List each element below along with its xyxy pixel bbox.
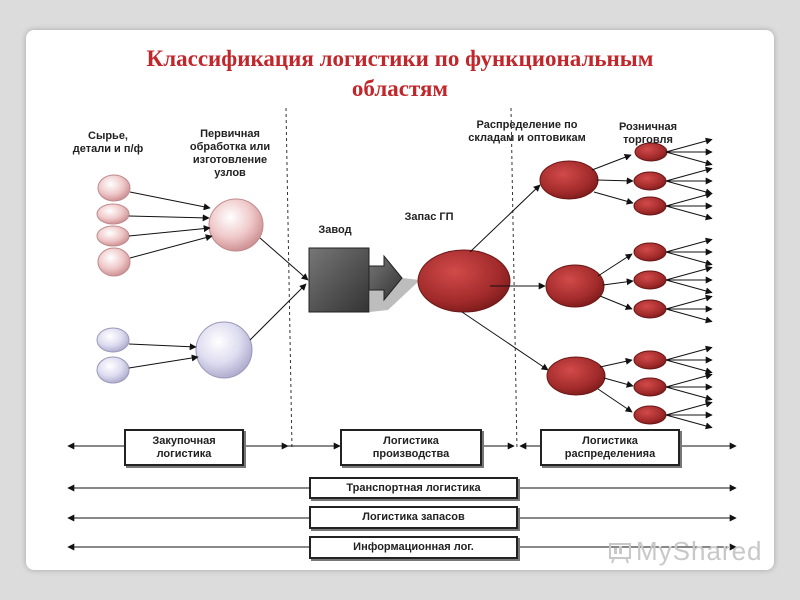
raw-node-2 (96, 203, 130, 225)
arrows-raw-to-primary (128, 191, 213, 369)
retail-fanout-arrow (665, 372, 713, 388)
box-production-logistics: Логистика производства (340, 429, 482, 466)
retail-fanout-arrow (665, 345, 713, 361)
retail-fanout-arrow (665, 414, 713, 430)
retail-fanout-arrow (665, 294, 713, 310)
factory-icon (308, 247, 420, 313)
separator-1 (285, 107, 293, 451)
box-inventory-logistics: Логистика запасов (309, 506, 518, 529)
stock-node (417, 249, 511, 313)
arrow-primary-pink-to-factory (259, 237, 309, 281)
watermark-icon (609, 543, 631, 564)
raw-lavender-nodes (96, 327, 130, 384)
arrow-primary-lav-to-factory (249, 283, 307, 341)
raw-lav-node-2 (96, 356, 130, 384)
raw-material-nodes (96, 174, 131, 277)
label-primary-processing: Первичная обработка или изготовление узл… (189, 128, 271, 179)
retail-fanout-arrow (665, 386, 713, 402)
label-raw-materials: Сырье, детали и п/ф (72, 130, 144, 155)
retail-fanout-arrow (665, 251, 713, 267)
retail-fanout-arrow (665, 400, 713, 416)
distribution-node-3 (546, 356, 606, 396)
primary-node-lavender (195, 321, 253, 379)
distribution-node-1 (539, 160, 599, 200)
box-transport-logistics: Транспортная логистика (309, 477, 518, 499)
box-purchasing-logistics: Закупочная логистика (124, 429, 244, 466)
box-distribution-logistics: Логистика распределенияа (540, 429, 680, 466)
distribution-node-2 (545, 264, 605, 308)
retail-fanout-arrow (665, 180, 713, 196)
retail-fanout-arrow (665, 265, 713, 281)
raw-node-4 (97, 247, 131, 277)
retail-fanout-arrow (665, 191, 713, 207)
label-retail: Розничная торговля (618, 121, 678, 146)
separator-2 (510, 107, 518, 451)
label-distribution: Распределение по складам и оптовикам (468, 119, 586, 144)
watermark-text: MyShared (636, 536, 763, 566)
arrows-retail-fanout (665, 137, 713, 430)
arrows-stock-to-distribution (461, 184, 549, 371)
diagram-title: Классификация логистики по функциональны… (146, 46, 654, 101)
retail-fanout-arrow (665, 359, 713, 375)
retail-fanout-arrow (665, 279, 713, 295)
box-information-logistics: Информационная лог. (309, 536, 518, 559)
label-factory: Завод (318, 224, 352, 236)
raw-lav-node-1 (96, 327, 130, 353)
retail-fanout-arrow (665, 205, 713, 221)
retail-fanout-arrow (665, 151, 713, 167)
label-stock: Запас ГП (404, 211, 454, 223)
primary-node-pink (208, 198, 264, 252)
raw-node-1 (97, 174, 131, 202)
span-arrows (67, 442, 737, 551)
retail-nodes (633, 142, 668, 425)
retail-fanout-arrow (665, 308, 713, 324)
retail-fanout-arrow (665, 166, 713, 182)
raw-node-3 (96, 225, 130, 247)
arrows-distribution-to-retail (591, 153, 634, 413)
retail-fanout-arrow (665, 137, 713, 153)
distribution-nodes (539, 160, 606, 396)
retail-fanout-arrow (665, 237, 713, 253)
